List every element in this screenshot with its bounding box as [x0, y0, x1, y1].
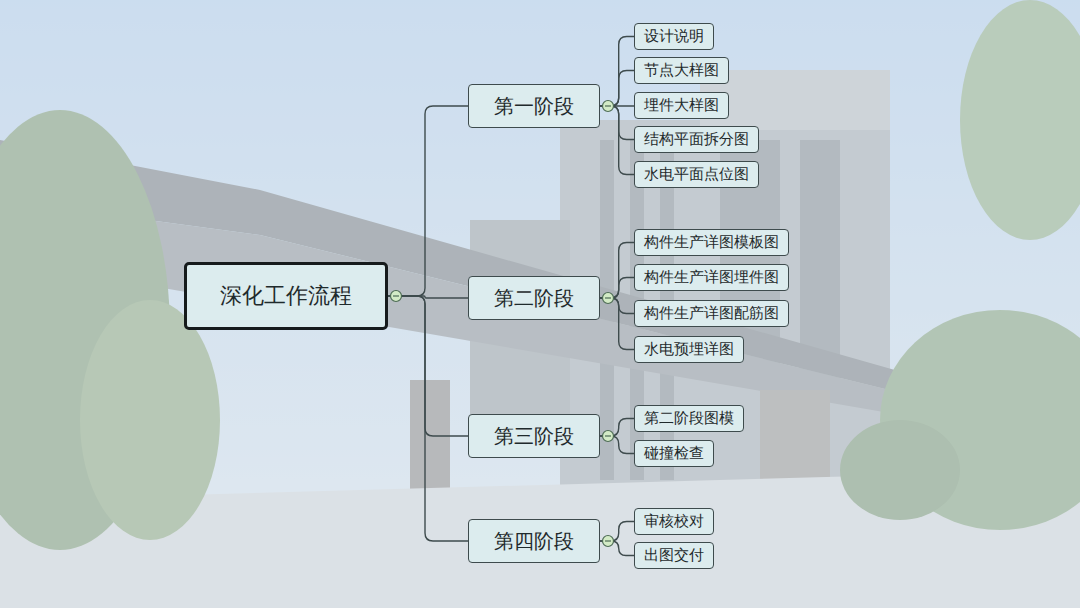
- branch-connector: [600, 243, 634, 299]
- task-label: 第二阶段图模: [644, 409, 734, 428]
- collapse-dot: [603, 536, 614, 547]
- root-topic: 深化工作流程: [184, 262, 388, 330]
- task-label: 水电预埋详图: [644, 340, 734, 359]
- task-box: 构件生产详图配筋图: [634, 300, 789, 327]
- task-box: 构件生产详图模板图: [634, 229, 789, 256]
- task-box: 水电平面点位图: [634, 161, 759, 188]
- stage-label: 第二阶段: [494, 285, 574, 312]
- branch-connector: [600, 298, 634, 350]
- branch-connector: [600, 106, 634, 175]
- task-box: 碰撞检查: [634, 440, 714, 467]
- task-box: 水电预埋详图: [634, 336, 744, 363]
- task-box: 结构平面拆分图: [634, 126, 759, 153]
- stage-label: 第三阶段: [494, 423, 574, 450]
- stage-box: 第四阶段: [468, 519, 600, 563]
- collapse-dash: [605, 297, 611, 298]
- task-box: 构件生产详图埋件图: [634, 264, 789, 291]
- stage-box: 第二阶段: [468, 276, 600, 320]
- task-label: 埋件大样图: [644, 96, 719, 115]
- collapse-dash: [605, 105, 611, 106]
- task-label: 构件生产详图模板图: [644, 233, 779, 252]
- collapse-dot: [603, 101, 614, 112]
- branch-connector: [600, 37, 634, 107]
- collapse-dash: [393, 295, 399, 296]
- task-label: 审核校对: [644, 512, 704, 531]
- task-box: 出图交付: [634, 542, 714, 569]
- task-label: 碰撞检查: [644, 444, 704, 463]
- stage-label: 第四阶段: [494, 528, 574, 555]
- stage-label: 第一阶段: [494, 93, 574, 120]
- branch-connector: [388, 296, 468, 436]
- collapse-dash: [605, 540, 611, 541]
- task-box: 第二阶段图模: [634, 405, 744, 432]
- root-label: 深化工作流程: [220, 281, 352, 311]
- branch-connector: [388, 296, 468, 541]
- stage-box: 第一阶段: [468, 84, 600, 128]
- collapse-dot: [603, 431, 614, 442]
- task-box: 审核校对: [634, 508, 714, 535]
- task-label: 水电平面点位图: [644, 165, 749, 184]
- collapse-dash: [605, 435, 611, 436]
- task-box: 设计说明: [634, 23, 714, 50]
- task-label: 节点大样图: [644, 61, 719, 80]
- collapse-dot: [603, 293, 614, 304]
- stage-box: 第三阶段: [468, 414, 600, 458]
- task-label: 结构平面拆分图: [644, 130, 749, 149]
- task-box: 埋件大样图: [634, 92, 729, 119]
- task-label: 构件生产详图配筋图: [644, 304, 779, 323]
- branch-connector: [388, 106, 468, 296]
- task-label: 出图交付: [644, 546, 704, 565]
- branch-connector: [600, 105, 634, 106]
- task-label: 构件生产详图埋件图: [644, 268, 779, 287]
- task-label: 设计说明: [644, 27, 704, 46]
- collapse-dot: [391, 291, 402, 302]
- task-box: 节点大样图: [634, 57, 729, 84]
